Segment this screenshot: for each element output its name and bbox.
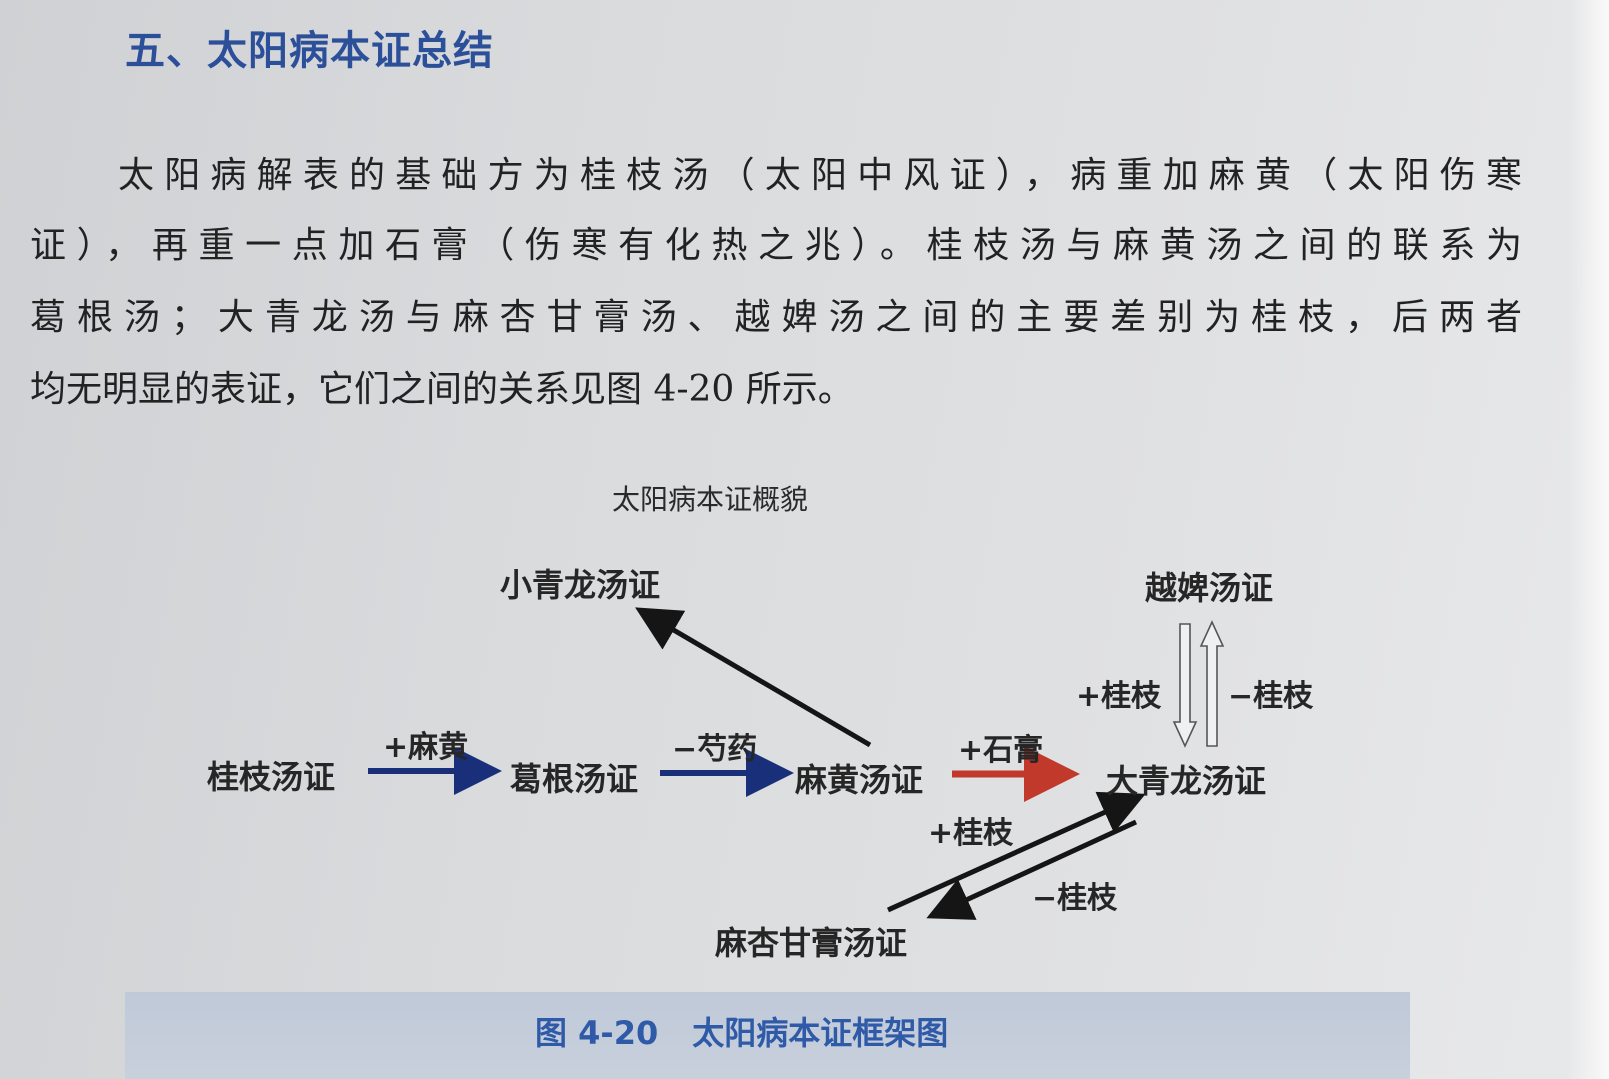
caption-bar: [125, 992, 1410, 1079]
figure-title: 太阳病本证概貌: [612, 483, 809, 516]
node-daqinglong: 大青龙汤证: [1106, 762, 1267, 800]
arrow-yuebi-to-daqinglong: [1172, 623, 1198, 748]
node-xiaoqinglong: 小青龙汤证: [500, 566, 661, 604]
paragraph-line: 葛根汤；大青龙汤与麻杏甘膏汤、越婢汤之间的主要差别为桂枝，后两者: [30, 297, 1522, 338]
node-yuebi: 越婢汤证: [1145, 569, 1274, 607]
node-maxing: 麻杏甘膏汤证: [715, 924, 908, 962]
node-gegen: 葛根汤证: [510, 760, 639, 798]
edge-label-minus-guizhi-diag: −桂枝: [1032, 881, 1118, 916]
edge-label-add-guizhi-up: +桂枝: [1076, 679, 1162, 714]
node-mahuang: 麻黄汤证: [795, 761, 924, 799]
paragraph-line: 证），再重一点加石膏（伤寒有化热之兆）。桂枝汤与麻黄汤之间的联系为: [30, 225, 1522, 266]
arrow-daqinglong-to-yuebi: [1199, 620, 1225, 747]
edge-label-add-mahuang: +麻黄: [383, 730, 469, 765]
caption-text: 太阳病本证框架图: [692, 1014, 949, 1052]
caption-number: 图 4-20: [535, 1014, 659, 1052]
arrow-daqinglong-to-maxing: [926, 819, 1138, 920]
page-edge: [1569, 0, 1609, 1079]
node-guizhi: 桂枝汤证: [207, 758, 336, 796]
edge-label-minus-shaoyao: −芍药: [672, 732, 758, 767]
paragraph-line: 均无明显的表证，它们之间的关系见图 4-20 所示。: [30, 369, 854, 410]
edge-label-add-guizhi-diag: +桂枝: [928, 816, 1014, 851]
arrow-mahuang-to-xiaoqinglong: [635, 607, 872, 748]
edge-label-add-shigao: +石膏: [958, 733, 1044, 768]
section-title: 五、太阳病本证总结: [125, 27, 494, 74]
edge-label-minus-guizhi-down: −桂枝: [1228, 679, 1314, 714]
paragraph-line: 太阳病解表的基础方为桂枝汤（太阳中风证），病重加麻黄（太阳伤寒: [118, 155, 1522, 196]
figure-caption: 图 4-20 太阳病本证框架图: [535, 1008, 948, 1054]
